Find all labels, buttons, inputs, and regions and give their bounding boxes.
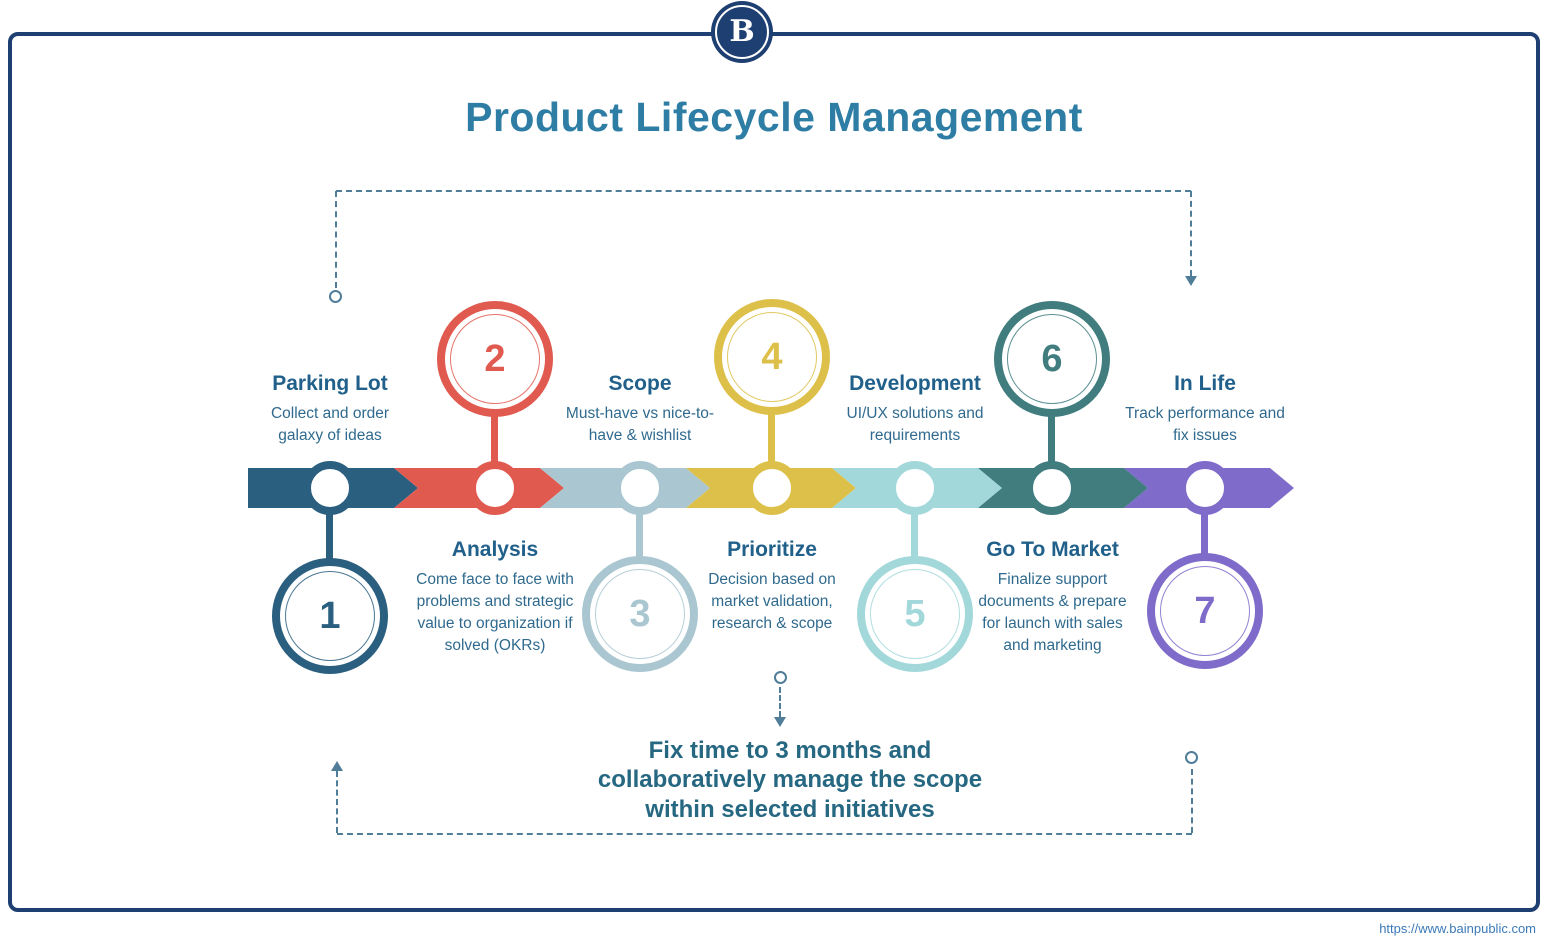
stage-number: 4 (761, 335, 783, 378)
note-pointer-line (779, 687, 781, 717)
stage-description: UI/UX solutions and requirements (846, 405, 984, 444)
stage-title: Parking Lot (272, 372, 388, 395)
logo-letter: B (729, 14, 755, 49)
stage-number-circle: 4 (714, 299, 830, 415)
timebox-note: Fix time to 3 months and collaboratively… (597, 737, 983, 823)
top-loop-line-horizontal (336, 190, 1191, 192)
stage-connector (911, 488, 918, 614)
page-border (8, 32, 1540, 912)
stage-number: 2 (484, 337, 506, 380)
timeline-node (888, 461, 942, 515)
stage-connector (1048, 360, 1055, 488)
stage-connector (636, 488, 643, 614)
timeline-node (1025, 461, 1079, 515)
stage-title: Prioritize (727, 538, 817, 561)
bottom-loop-start-dot (1185, 751, 1198, 764)
timeline-node (1178, 461, 1232, 515)
page-title: Product Lifecycle Management (465, 94, 1083, 140)
stage-number-circle: 6 (994, 301, 1110, 417)
stage-description: Must-have vs nice-to-have & wishlist (565, 405, 715, 444)
stage-title: Scope (608, 372, 672, 395)
stage-number-circle: 1 (272, 558, 388, 674)
stage-description: Come face to face with problems and stra… (416, 571, 574, 654)
stage-description: Track performance and fix issues (1125, 405, 1285, 444)
note-pointer-arrow-icon (774, 717, 786, 727)
top-loop-start-dot (329, 290, 342, 303)
bottom-loop-arrow-icon (331, 761, 343, 771)
timeline-node (613, 461, 667, 515)
top-loop-line-left (335, 191, 337, 288)
stage-number: 5 (904, 592, 926, 635)
stage-description: Decision based on market validation, res… (708, 571, 836, 632)
stage-number-circle: 2 (437, 301, 553, 417)
stage-number: 6 (1041, 337, 1063, 380)
stage-number-circle: 3 (582, 556, 698, 672)
bottom-loop-line-horizontal (337, 833, 1192, 835)
bottom-loop-line-left (336, 771, 338, 833)
stage-connector (768, 358, 775, 488)
note-pointer-dot (774, 671, 787, 684)
stage-connector (326, 488, 333, 616)
stage-number-circle: 7 (1147, 553, 1263, 669)
stage-title: Go To Market (986, 538, 1119, 561)
timeline-node (745, 461, 799, 515)
bottom-loop-line-right (1191, 769, 1193, 833)
stage-description: Collect and order galaxy of ideas (270, 405, 390, 444)
bainpublic-logo: B (711, 1, 773, 63)
stage-title: In Life (1174, 372, 1236, 395)
stage-connector (1201, 488, 1208, 611)
stage-description: Finalize support documents & prepare for… (978, 571, 1127, 654)
stage-number: 7 (1194, 589, 1216, 632)
source-url-link[interactable]: https://www.bainpublic.com (1379, 921, 1536, 936)
timeline-node (303, 461, 357, 515)
stage-number-circle: 5 (857, 556, 973, 672)
stage-title: Analysis (451, 538, 539, 561)
timeline-node (468, 461, 522, 515)
top-loop-arrow-icon (1185, 276, 1197, 286)
top-loop-line-right (1190, 191, 1192, 276)
stage-title: Development (849, 372, 981, 395)
stage-connector (491, 360, 498, 488)
stage-number: 3 (629, 592, 651, 635)
stage-number: 1 (319, 594, 341, 637)
